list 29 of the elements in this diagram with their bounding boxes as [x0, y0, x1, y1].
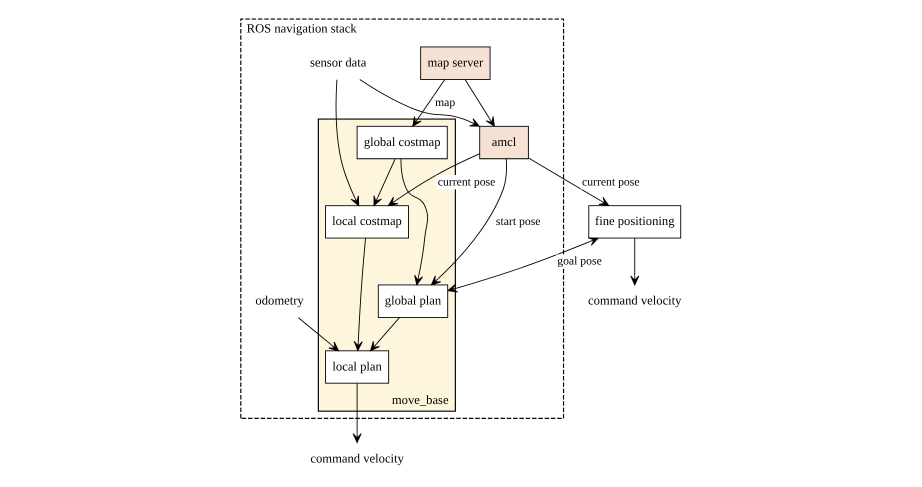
edge-label: current pose	[582, 175, 640, 188]
node-box: map server	[420, 46, 491, 80]
edge-label: map	[435, 96, 456, 109]
arrow	[388, 153, 480, 206]
node-text: command velocity	[310, 451, 404, 466]
node-text: command velocity	[588, 294, 682, 308]
arrow	[298, 317, 339, 352]
node-box: local plan	[325, 350, 390, 384]
arrow	[430, 158, 507, 286]
arrow	[354, 238, 366, 351]
node-box: amcl	[479, 126, 529, 160]
arrow	[400, 158, 428, 286]
arrow	[528, 158, 610, 206]
node-text: odometry	[255, 294, 304, 308]
arrow	[336, 79, 360, 206]
node-box: global plan	[378, 284, 448, 318]
node-box: local costmap	[325, 205, 409, 239]
node-box: global costmap	[356, 126, 448, 160]
edge-label: start pose	[496, 214, 540, 228]
arrow	[352, 383, 362, 443]
node-text: sensor data	[310, 56, 366, 70]
node-box: fine positioning	[588, 205, 682, 239]
arrow	[464, 79, 495, 127]
arrow	[374, 158, 396, 206]
arrow	[359, 79, 480, 127]
arrow	[630, 238, 640, 286]
arrow	[370, 317, 400, 352]
arrow	[412, 79, 446, 127]
arrow	[447, 237, 599, 292]
